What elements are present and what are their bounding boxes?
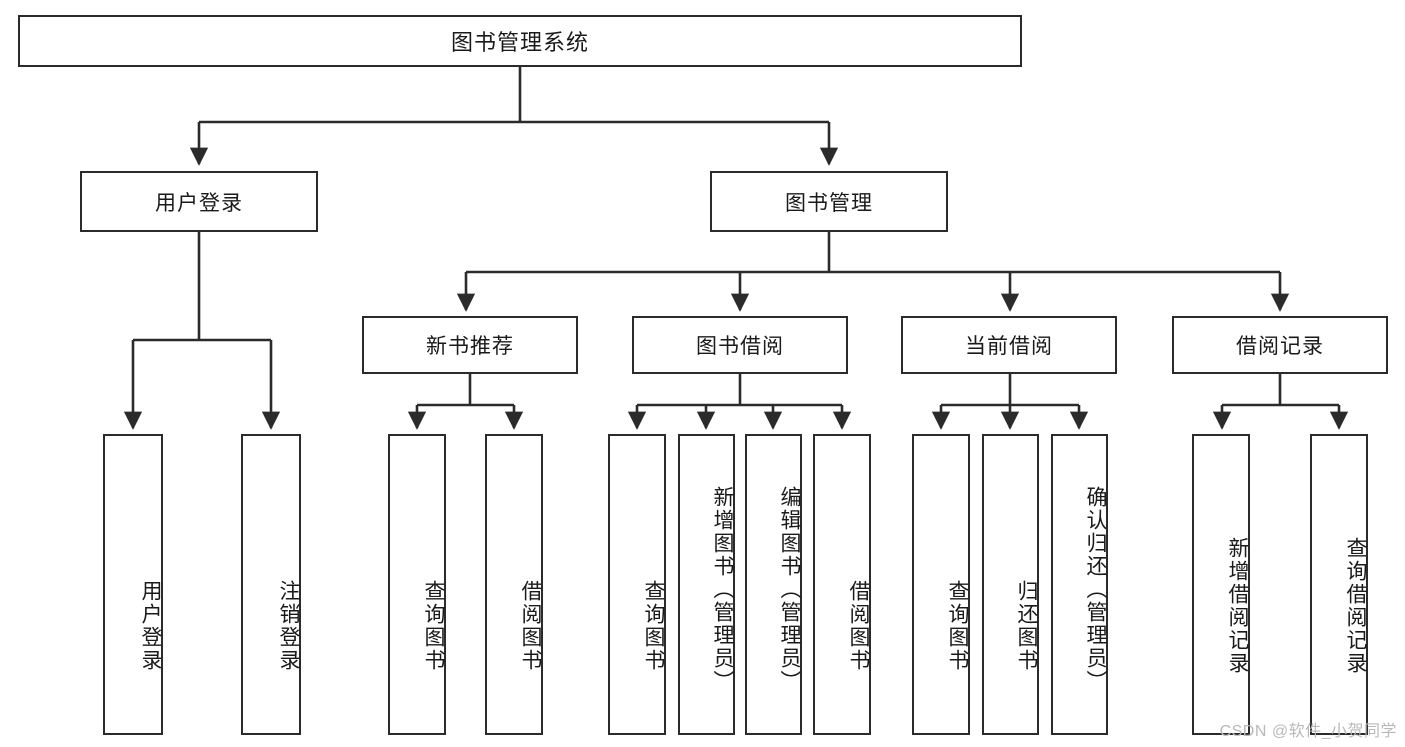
node-borrow-record[interactable]: 借阅记录 xyxy=(1172,316,1388,374)
leaf-add-book-admin[interactable]: 新增图书（管理员） xyxy=(678,434,735,735)
node-label: 查询借阅记录 xyxy=(1344,536,1367,675)
node-book-borrow[interactable]: 图书借阅 xyxy=(632,316,848,374)
node-label: 借阅记录 xyxy=(1236,335,1324,358)
leaf-add-borrow-record[interactable]: 新增借阅记录 xyxy=(1192,434,1250,735)
node-label: 新书推荐 xyxy=(426,335,514,358)
node-label: 用户登录 xyxy=(155,191,243,215)
leaf-query-book-borrow[interactable]: 查询图书 xyxy=(608,434,666,735)
node-label: 图书管理系统 xyxy=(450,30,589,55)
node-label: 查询图书 xyxy=(422,579,445,672)
leaf-query-book-recommend[interactable]: 查询图书 xyxy=(388,434,446,735)
node-label: 新增图书（管理员） xyxy=(711,486,734,693)
node-label: 编辑图书（管理员） xyxy=(778,486,801,693)
leaf-user-login[interactable]: 用户登录 xyxy=(103,434,163,735)
leaf-borrow-book[interactable]: 借阅图书 xyxy=(813,434,871,735)
node-new-book-recommend[interactable]: 新书推荐 xyxy=(362,316,578,374)
leaf-return-book[interactable]: 归还图书 xyxy=(982,434,1039,735)
node-user-login[interactable]: 用户登录 xyxy=(80,171,318,232)
leaf-logout-login[interactable]: 注销登录 xyxy=(241,434,301,735)
node-label: 当前借阅 xyxy=(965,335,1053,358)
leaf-query-borrow-record[interactable]: 查询借阅记录 xyxy=(1310,434,1368,735)
node-current-borrow[interactable]: 当前借阅 xyxy=(901,316,1117,374)
node-label: 借阅图书 xyxy=(847,579,870,672)
node-label: 确认归还（管理员） xyxy=(1084,486,1107,693)
node-label: 用户登录 xyxy=(139,579,162,672)
node-label: 借阅图书 xyxy=(519,579,542,672)
node-label: 图书管理 xyxy=(785,191,873,215)
node-label: 查询图书 xyxy=(946,579,969,672)
node-root-system[interactable]: 图书管理系统 xyxy=(18,15,1022,67)
csdn-watermark: CSDN @软件_小贺同学 xyxy=(1219,723,1397,740)
leaf-confirm-return-admin[interactable]: 确认归还（管理员） xyxy=(1051,434,1108,735)
leaf-edit-book-admin[interactable]: 编辑图书（管理员） xyxy=(745,434,802,735)
leaf-query-book-current[interactable]: 查询图书 xyxy=(912,434,970,735)
node-label: 新增借阅记录 xyxy=(1226,536,1249,675)
node-label: 查询图书 xyxy=(642,579,665,672)
node-label: 注销登录 xyxy=(277,579,300,672)
node-label: 图书借阅 xyxy=(696,335,784,358)
node-book-management[interactable]: 图书管理 xyxy=(710,171,948,232)
node-label: 归还图书 xyxy=(1015,579,1038,672)
leaf-borrow-book-recommend[interactable]: 借阅图书 xyxy=(485,434,543,735)
